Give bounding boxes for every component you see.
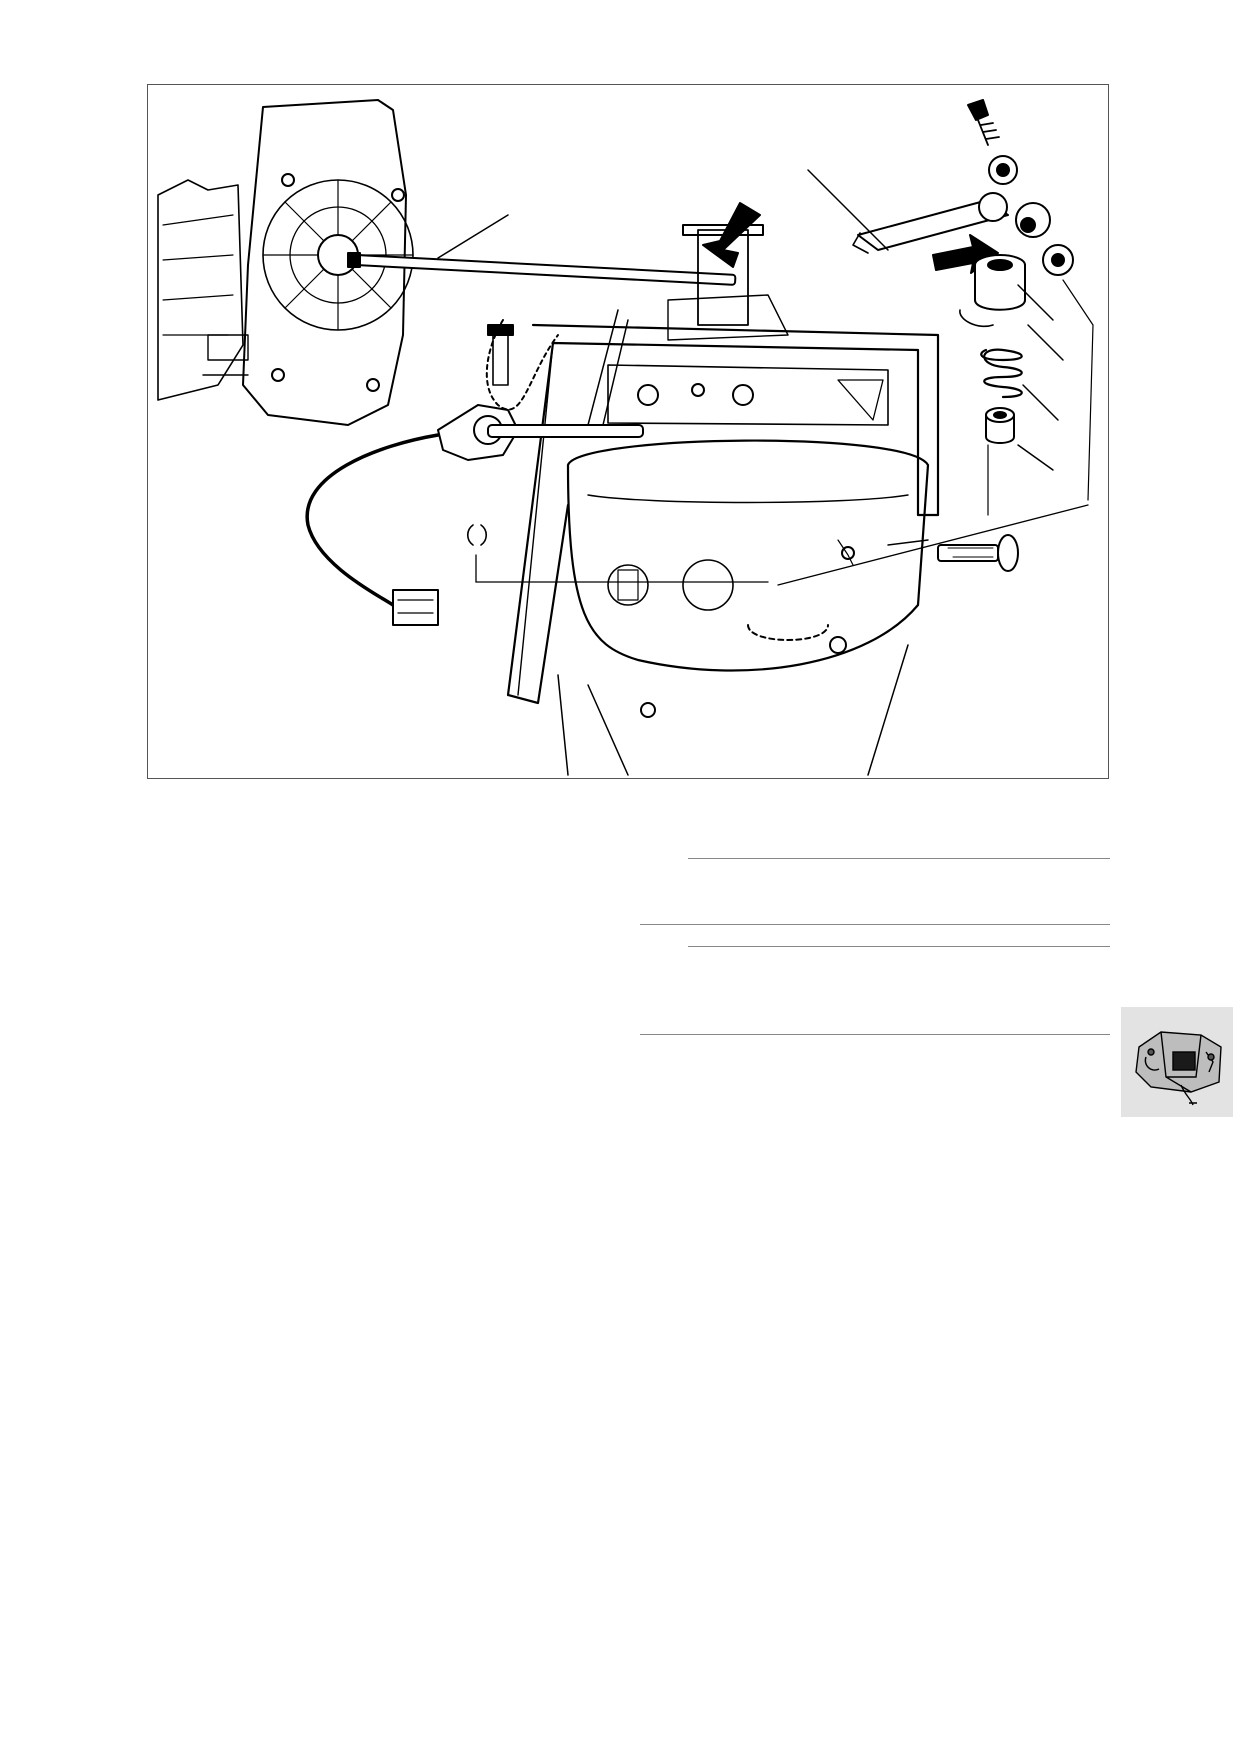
rule-3 — [688, 946, 1110, 947]
shift-rod — [347, 214, 737, 286]
mounting-frame — [485, 309, 940, 705]
selector-lever — [807, 169, 1009, 254]
bolt-stack — [967, 99, 1018, 185]
figure-frame — [147, 84, 1109, 779]
callout-leaders — [987, 279, 1094, 516]
transmission-assembly-icon — [1135, 1031, 1222, 1106]
gear-housing — [557, 439, 1089, 776]
pivot-pin — [837, 534, 1019, 572]
spring — [980, 348, 1023, 399]
exploded-assembly-diagram — [157, 99, 1094, 776]
rule-2 — [640, 924, 1110, 925]
selector-column — [667, 224, 789, 341]
washer-set — [1015, 202, 1074, 276]
section-thumb-tab — [1121, 1007, 1233, 1117]
collar — [985, 407, 1015, 444]
rule-4 — [640, 1034, 1110, 1035]
bushing — [959, 254, 1026, 328]
rule-1 — [688, 858, 1110, 859]
transmission-housing — [157, 99, 414, 426]
